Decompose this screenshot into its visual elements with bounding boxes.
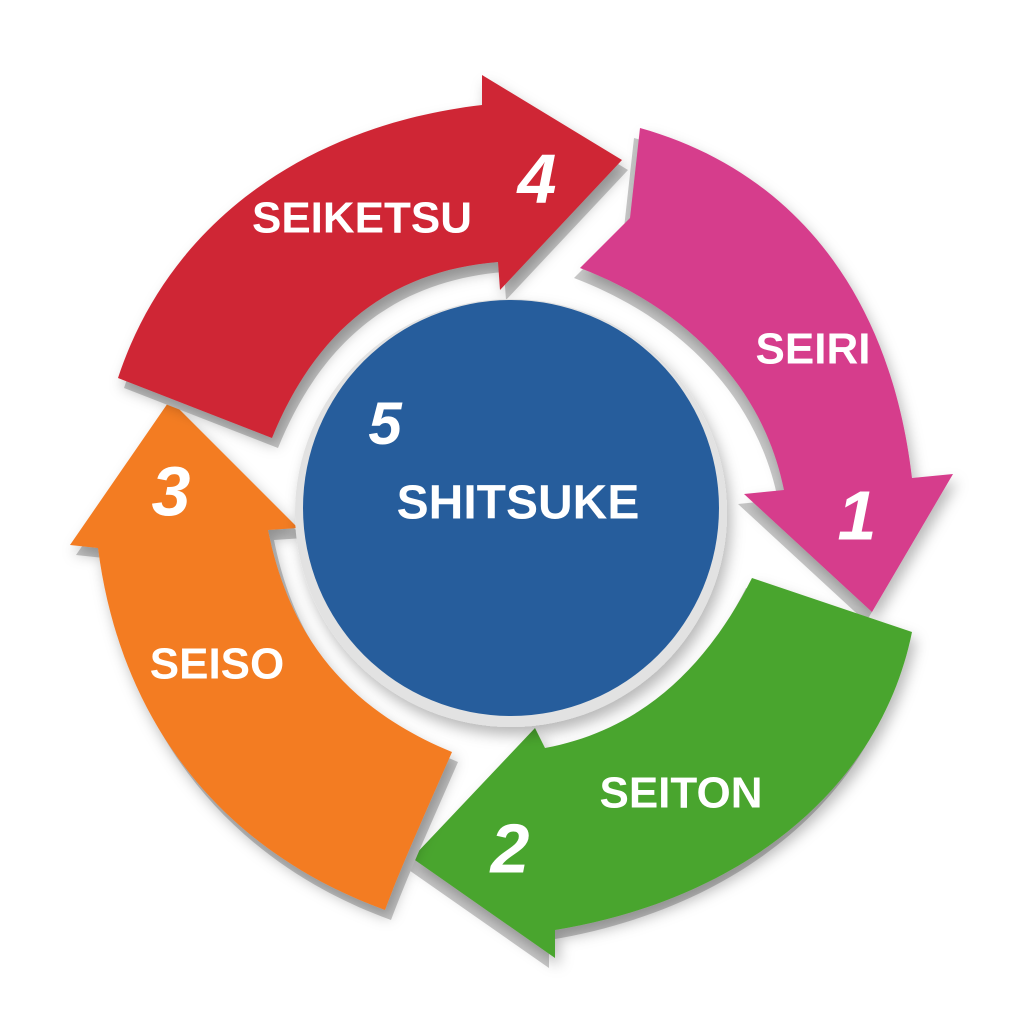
step-1-number: 1 xyxy=(838,476,877,554)
step-3-number: 3 xyxy=(152,452,191,530)
center-disc: 5 SHITSUKE xyxy=(295,299,727,727)
center-disc-face xyxy=(303,300,719,716)
step-1-label: SEIRI xyxy=(756,325,871,374)
step-4-label: SEIKETSU xyxy=(252,194,472,243)
center-label: SHITSUKE xyxy=(397,477,640,530)
center-number: 5 xyxy=(368,390,403,457)
step-1-arrow-body xyxy=(580,128,953,612)
step-2-arrow: SEITON 2 xyxy=(406,578,912,968)
step-2-arrow-body xyxy=(412,578,912,958)
step-1-arrow: SEIRI 1 xyxy=(574,128,953,622)
step-3-arrow: SEISO 3 xyxy=(70,400,458,920)
step-3-label: SEISO xyxy=(150,640,285,689)
step-4-arrow: SEIKETSU 4 xyxy=(118,75,628,448)
step-2-label: SEITON xyxy=(599,769,762,818)
step-4-arrow-body xyxy=(118,75,622,438)
step-3-arrow-body xyxy=(70,400,452,910)
step-4-number: 4 xyxy=(516,139,557,217)
step-2-number: 2 xyxy=(489,809,530,887)
